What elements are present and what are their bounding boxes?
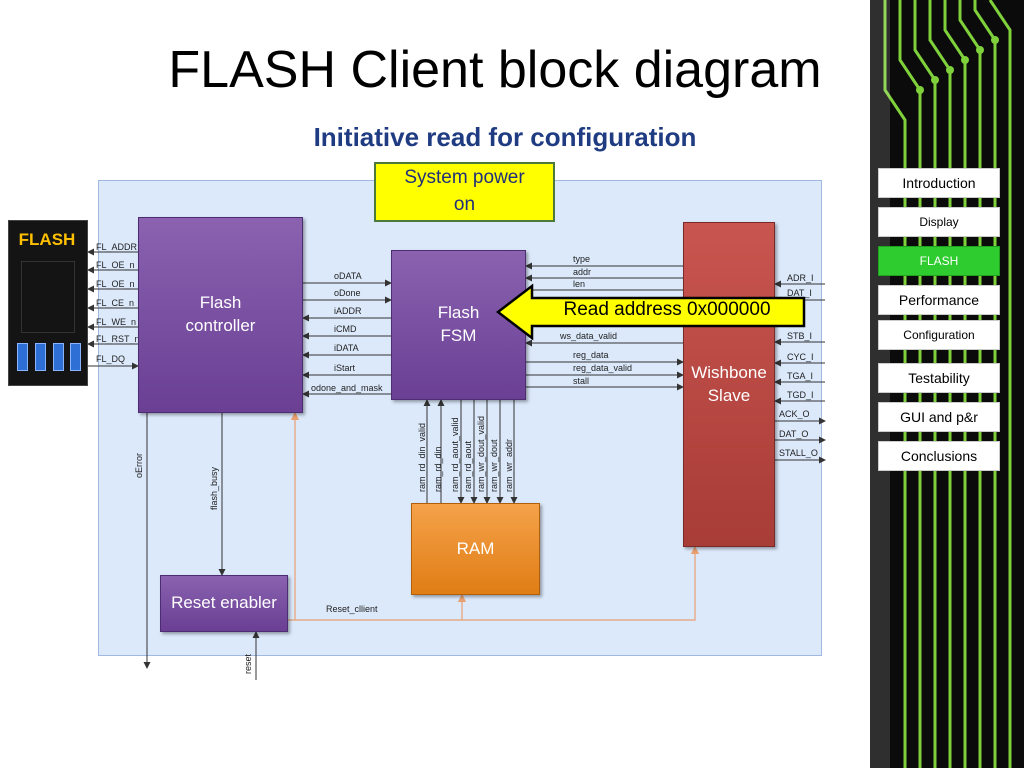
signal-label: addr [573, 267, 592, 277]
oerror-label: oError [134, 452, 144, 478]
page-title: FLASH Client block diagram [168, 41, 822, 99]
reset-enabler-block: Reset enabler [160, 575, 288, 632]
signal-label: iCMD [334, 324, 357, 334]
signal-label: type [573, 254, 591, 264]
signal-label: CYC_I [787, 352, 814, 362]
signal-label: stall [573, 376, 590, 386]
flash-chip [8, 220, 88, 386]
nav-item-gui-and-pr[interactable]: GUI and p&r [878, 402, 1000, 432]
flash-controller-block: Flash controller [138, 217, 303, 413]
flash-chip-label: FLASH [18, 230, 76, 249]
signal-label: ram_rd_din_valid [417, 422, 427, 492]
signal-label: reg_data [573, 350, 609, 360]
nav-item-conclusions[interactable]: Conclusions [878, 441, 1000, 471]
nav-item-flash[interactable]: FLASH [878, 246, 1000, 276]
signal-label: ws_data_valid [560, 331, 618, 341]
signal-label: ram_wr_dout_valid [476, 415, 486, 492]
signal-label: ram_wr_dout [489, 439, 499, 492]
nav-item-display[interactable]: Display [878, 207, 1000, 237]
signal-label: TGD_I [787, 390, 814, 400]
signal-label: TGA_I [787, 371, 814, 381]
nav-item-configuration[interactable]: Configuration [878, 320, 1000, 350]
signal-label: ACK_O [779, 409, 810, 419]
signal-label: iDATA [334, 343, 359, 353]
pin-label: FL_ADDR [96, 242, 138, 252]
pin-label: FL_WE_n [96, 317, 137, 327]
signal-label: iADDR [334, 306, 362, 316]
pin-label: FL_OE_n [96, 279, 135, 289]
ram-block: RAM [411, 503, 540, 595]
subtitle: Initiative read for configuration [313, 122, 697, 152]
nav-item-introduction[interactable]: Introduction [878, 168, 1000, 198]
signal-label: DAT_I [787, 288, 812, 298]
nav-item-performance[interactable]: Performance [878, 285, 1000, 315]
signal-label: iStart [334, 363, 356, 373]
signal-label: len [573, 279, 586, 289]
signal-label: ram_wr_addr [504, 438, 514, 492]
signal-label: STALL_O [779, 448, 818, 458]
signal-label: oDone [334, 288, 361, 298]
pin-label: FL_RST_n [96, 334, 140, 344]
callout-text: Read address 0x000000 [563, 299, 771, 320]
pin-label: FL_OE_n [96, 260, 135, 270]
signal-label: STB_I [787, 331, 813, 341]
signal-label: ram_rd_din [433, 446, 443, 492]
signal-label: ADR_I [787, 273, 814, 283]
signal-label: oDATA [334, 271, 362, 281]
reset-client-label: Reset_cllient [326, 604, 378, 614]
pin-label: FL_DQ [96, 354, 126, 364]
signal-label: ram_rd_aout_valid [450, 417, 460, 492]
flash-busy-label: flash_busy [209, 466, 219, 510]
callout-arrow [495, 283, 806, 341]
pin-label: FL_CE_n [96, 298, 135, 308]
nav-item-testability[interactable]: Testability [878, 363, 1000, 393]
signal-label: ram_rd_aout [463, 440, 473, 492]
signal-label: reg_data_valid [573, 363, 633, 373]
system-power-on-box: System power on [374, 162, 555, 222]
signal-label: DAT_O [779, 429, 809, 439]
reset-label: reset [243, 653, 253, 674]
wishbone-slave-block: Wishbone Slave [683, 222, 775, 547]
signal-label: odone_and_mask [311, 383, 383, 393]
